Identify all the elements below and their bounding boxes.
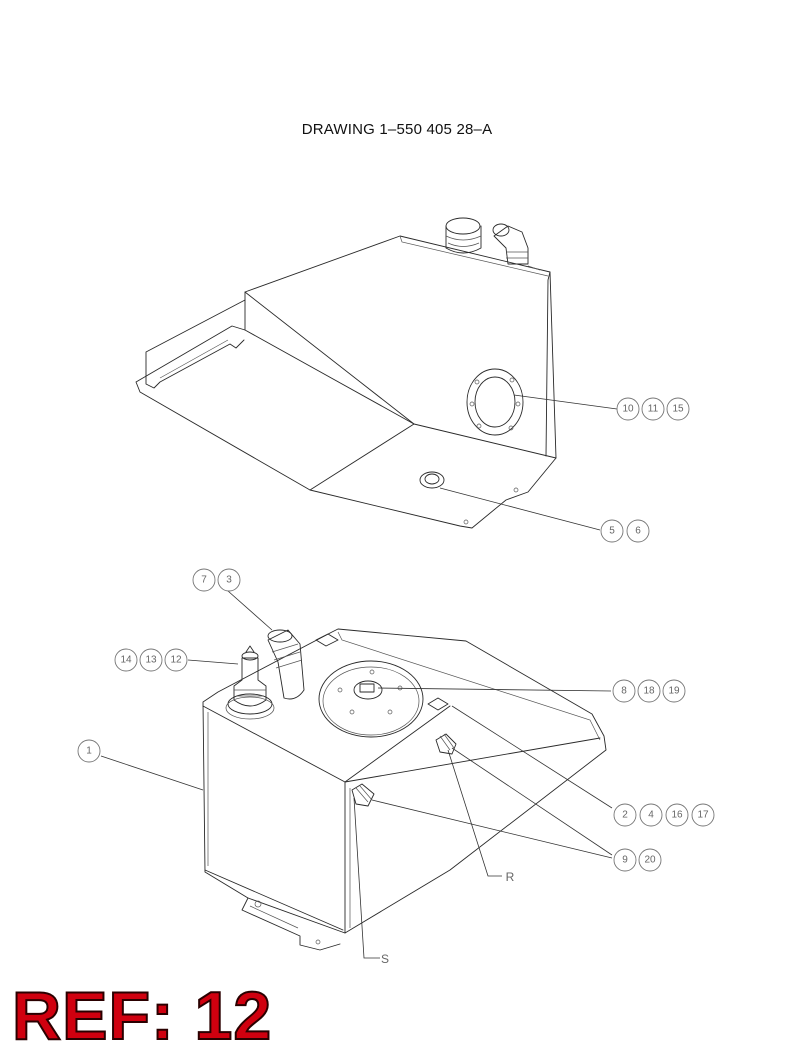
callout-9-20: 9 20 xyxy=(613,848,662,872)
callout-number: 13 xyxy=(145,655,157,666)
callout-number: 19 xyxy=(668,686,680,697)
top-flange xyxy=(318,660,424,738)
leader-lines xyxy=(100,394,618,959)
tank-top-view xyxy=(135,217,557,529)
callout-1: 1 xyxy=(77,739,101,763)
callout-5-6: 5 6 xyxy=(600,519,650,543)
callout-number: 3 xyxy=(226,575,232,586)
callout-number: 17 xyxy=(697,810,709,821)
callout-number: 7 xyxy=(201,575,207,586)
drain-plug xyxy=(419,471,445,489)
port-label-s: S xyxy=(381,952,389,966)
callout-10-11-15: 10 11 15 xyxy=(616,397,690,421)
port-label-r: R xyxy=(506,870,515,884)
callout-number: 6 xyxy=(635,526,641,537)
callout-number: 15 xyxy=(672,404,684,415)
callout-number: 14 xyxy=(120,655,132,666)
callout-number: 20 xyxy=(644,855,656,866)
callout-number: 2 xyxy=(622,810,628,821)
callout-2-4-16-17: 2 4 16 17 xyxy=(613,803,715,827)
callout-7-3: 7 3 xyxy=(192,568,241,592)
callout-number: 10 xyxy=(622,404,634,415)
ref-label: REF: 12 xyxy=(11,978,273,1054)
callout-number: 16 xyxy=(671,810,683,821)
tank-iso-view xyxy=(202,628,607,951)
callout-8-18-19: 8 18 19 xyxy=(612,679,686,703)
callout-number: 4 xyxy=(648,810,654,821)
filler-neck xyxy=(267,629,305,700)
callout-number: 9 xyxy=(622,855,628,866)
callout-number: 5 xyxy=(609,526,615,537)
side-port-flange xyxy=(466,368,524,436)
filler-cap-top xyxy=(445,217,482,254)
callout-14-13-12: 14 13 12 xyxy=(114,648,188,672)
elbow-fitting-top xyxy=(492,223,541,271)
callout-number: 11 xyxy=(648,404,659,415)
callout-number: 12 xyxy=(170,655,182,666)
fitting-s xyxy=(351,783,375,807)
drawing-title: DRAWING 1–550 405 28–A xyxy=(301,121,493,138)
callout-number: 1 xyxy=(86,746,92,757)
callout-number: 8 xyxy=(621,686,627,697)
callout-number: 18 xyxy=(643,686,655,697)
fitting-r xyxy=(435,733,457,755)
breather-filter xyxy=(225,645,275,720)
